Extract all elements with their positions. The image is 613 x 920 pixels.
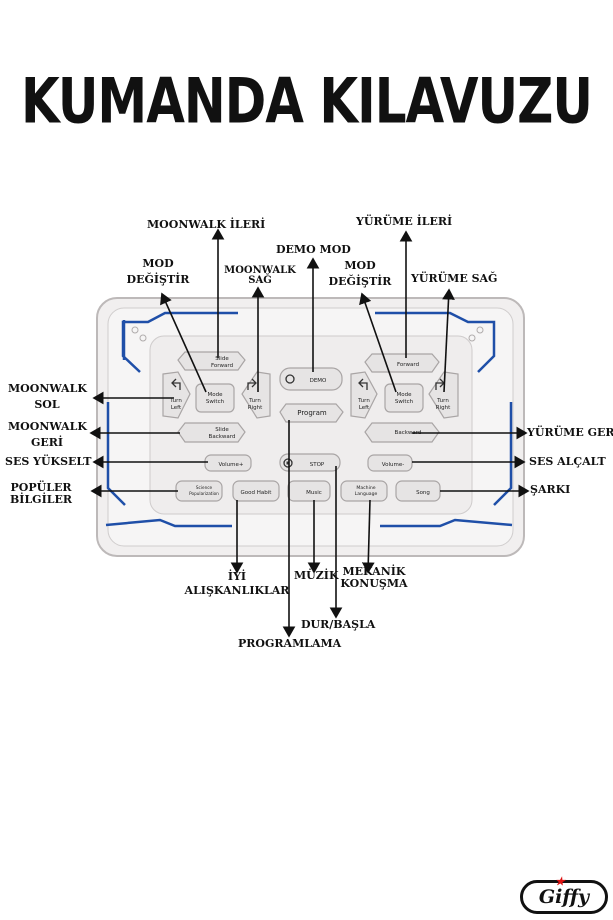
label-demo-mod: DEMO MOD (276, 243, 351, 256)
mode-switch-l1[interactable]: Mode (208, 392, 224, 398)
turn-right-r-l1[interactable]: Turn (436, 398, 449, 404)
song-button[interactable]: Song (416, 490, 430, 496)
turn-left-r-l1[interactable]: Turn (357, 398, 370, 404)
mode-switch-l2[interactable]: Switch (206, 399, 225, 405)
turn-left-r-l2[interactable]: Left (359, 405, 370, 411)
good-habit-button[interactable]: Good Habit (241, 490, 273, 496)
program-button[interactable]: Program (297, 409, 327, 417)
page-title: KUMANDA KILAVUZU (20, 64, 593, 138)
demo-button[interactable]: DEMO (310, 378, 327, 384)
label-ses-yukselt: SES YÜKSELT (5, 455, 92, 468)
turn-right-l1[interactable]: Turn (248, 398, 261, 404)
science-l1[interactable]: Science (196, 485, 213, 490)
label-programlama: PROGRAMLAMA (238, 637, 342, 650)
turn-left-icon-right-cluster (358, 378, 368, 390)
demo-icon (285, 374, 295, 384)
slide-forward-l1[interactable]: Slide (215, 356, 229, 362)
slide-backward-l1[interactable]: Slide (215, 427, 229, 433)
science-l2[interactable]: Popularization (189, 491, 219, 496)
label-sarki: ŞARKI (530, 483, 571, 496)
remote-body (96, 297, 525, 557)
label-muzik: MÜZİK (294, 569, 339, 582)
machine-language-l1[interactable]: Machine (356, 485, 375, 491)
mode-switch-r-l1[interactable]: Mode (397, 392, 413, 398)
forward-button[interactable]: Forward (397, 362, 419, 368)
label-yurume-geri: YÜRÜME GERİ (527, 426, 613, 439)
slide-forward-l2[interactable]: Forward (211, 363, 233, 369)
turn-right-icon (247, 378, 257, 390)
mode-switch-r-l2[interactable]: Switch (395, 399, 414, 405)
slide-backward-l2[interactable]: Backward (209, 434, 236, 440)
turn-left-l1[interactable]: Turn (169, 398, 182, 404)
button-icons (171, 374, 445, 468)
turn-right-r-l2[interactable]: Right (436, 405, 451, 411)
stop-button[interactable]: STOP (310, 462, 325, 468)
callout-arrows (89, 228, 530, 638)
music-button[interactable]: Music (306, 490, 322, 496)
turn-right-l2[interactable]: Right (248, 405, 263, 411)
blue-accents (105, 311, 513, 528)
volume-up-button[interactable]: Volume+ (218, 462, 243, 468)
turn-left-icon (171, 378, 181, 390)
turn-left-l2[interactable]: Left (171, 405, 182, 411)
label-moonwalk-ileri: MOONWALK İLERİ (147, 218, 266, 231)
label-yurume-ileri: YÜRÜME İLERİ (356, 215, 453, 228)
backward-button[interactable]: Backward (395, 430, 422, 436)
brand-logo: ★ Giffy (520, 876, 608, 914)
label-dur-basla: DUR/BAŞLA (301, 618, 376, 631)
label-yurume-sag: YÜRÜME SAĞ (411, 272, 498, 285)
star-icon: ★ (555, 875, 565, 888)
stop-icon (283, 458, 293, 468)
label-ses-alcalt: SES ALÇALT (529, 455, 606, 468)
machine-language-l2[interactable]: Language (355, 491, 378, 497)
volume-down-button[interactable]: Volume- (382, 462, 404, 468)
